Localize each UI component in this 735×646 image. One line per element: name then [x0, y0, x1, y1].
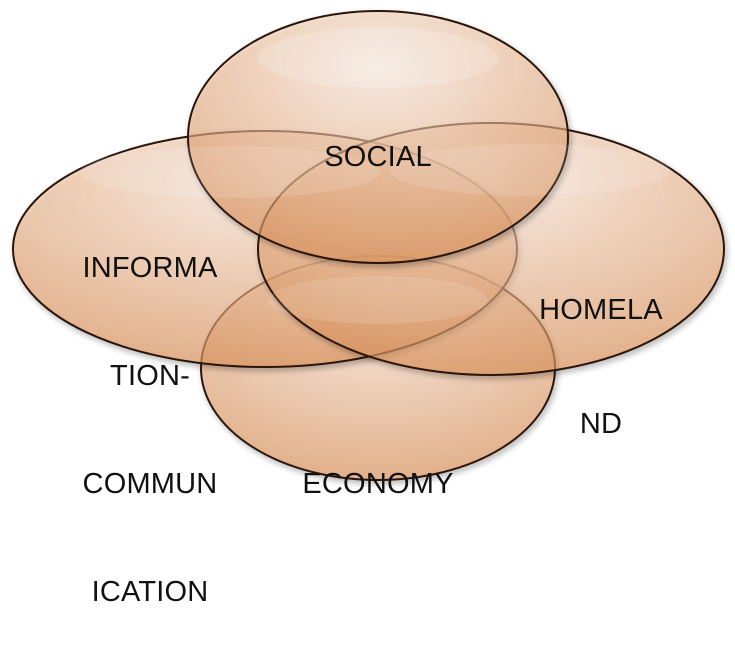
social-label: SOCIAL [300, 66, 456, 211]
homeland-label-line-1: HOMELA [539, 294, 663, 326]
economy-highlight [268, 276, 488, 324]
venn-diagram [12, 10, 725, 481]
social-highlight [258, 28, 498, 88]
economy-label: ECONOMY [290, 393, 466, 538]
info-label-line-3: COMMUN [82, 468, 218, 500]
info-label-line-4: ICATION [91, 576, 209, 608]
homeland-label-line-2: ND [579, 408, 623, 440]
info-label-line-2: TION- [110, 360, 190, 392]
economy-label-line-1: ECONOMY [302, 467, 454, 500]
info-label-line-1: INFORMA [82, 252, 218, 284]
homeland-label: HOMELA ND [520, 215, 682, 481]
homeland-highlight [390, 144, 670, 196]
information-communication-label: INFORMA TION- COMMUN ICATION [60, 178, 240, 646]
social-ellipse [187, 10, 569, 264]
info-highlight [80, 146, 380, 198]
social-label-line-1: SOCIAL [324, 140, 432, 173]
